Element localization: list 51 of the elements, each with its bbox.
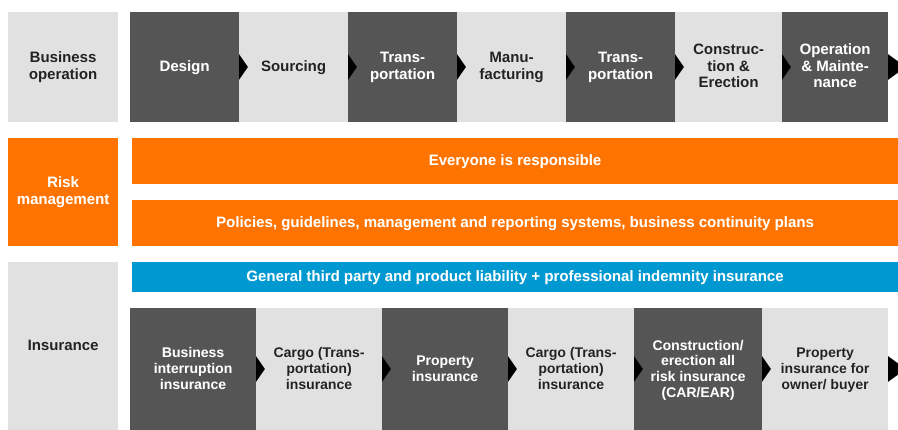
chevron-arrow xyxy=(239,54,248,80)
box-label: Everyone is responsible xyxy=(428,152,602,170)
chevron-arrow xyxy=(256,356,265,382)
insurance-box xyxy=(634,308,762,430)
box-label: Property insurance for owner/ buyer xyxy=(780,345,870,392)
process-box xyxy=(348,12,457,122)
banner-bar xyxy=(132,262,898,292)
chevron-arrow xyxy=(782,54,791,80)
chevron-arrow xyxy=(382,356,391,382)
box-label: Manu-facturing xyxy=(478,50,545,84)
insurance-box xyxy=(130,308,256,430)
box-label: Sourcing xyxy=(260,58,326,76)
process-box xyxy=(130,12,239,122)
box-label: Business interruption insurance xyxy=(152,345,234,392)
box-label: Trans-portation xyxy=(369,50,436,84)
process-box xyxy=(675,12,782,122)
process-box xyxy=(782,12,888,122)
chevron-arrow xyxy=(634,356,643,382)
process-box xyxy=(239,12,348,122)
box-label: Policies, guidelines, management and reporting systems, business continuity plans xyxy=(216,214,814,232)
chevron-arrow xyxy=(508,356,517,382)
process-box xyxy=(457,12,566,122)
box-label: Insurance xyxy=(28,338,98,354)
insurance-box xyxy=(256,308,382,430)
box-label: Construction/ erection all risk insurance (CAR/EAR) xyxy=(650,338,746,400)
box-label: Operation & Mainte-nance xyxy=(798,42,872,92)
chevron-arrow xyxy=(566,54,575,80)
process-box xyxy=(566,12,675,122)
row-header xyxy=(8,12,118,122)
chevron-arrow xyxy=(762,356,771,382)
box-label: Cargo (Trans-portation) insurance xyxy=(525,345,617,392)
insurance-box xyxy=(508,308,634,430)
row-header xyxy=(8,262,118,430)
insurance-box xyxy=(382,308,508,430)
box-label: General third party and product liability + professional indemnity insurance xyxy=(246,268,784,286)
chevron-arrow xyxy=(348,54,357,80)
chevron-arrow xyxy=(888,356,898,382)
banner-bar xyxy=(132,200,898,246)
chevron-arrow xyxy=(675,54,684,80)
row-header xyxy=(8,138,118,246)
chevron-arrow xyxy=(888,54,898,80)
box-label: Cargo (Trans-portation) insurance xyxy=(273,345,365,392)
box-label: Construc-tion & Erection xyxy=(692,42,765,92)
insurance-box xyxy=(762,308,888,430)
banner-bar xyxy=(132,138,898,184)
box-label: Trans-portation xyxy=(587,50,654,84)
chevron-arrow xyxy=(457,54,466,80)
box-label: Risk management xyxy=(16,175,110,209)
box-label: Design xyxy=(159,58,210,76)
box-label: Business operation xyxy=(28,50,98,84)
box-label: Property insurance xyxy=(410,353,480,385)
